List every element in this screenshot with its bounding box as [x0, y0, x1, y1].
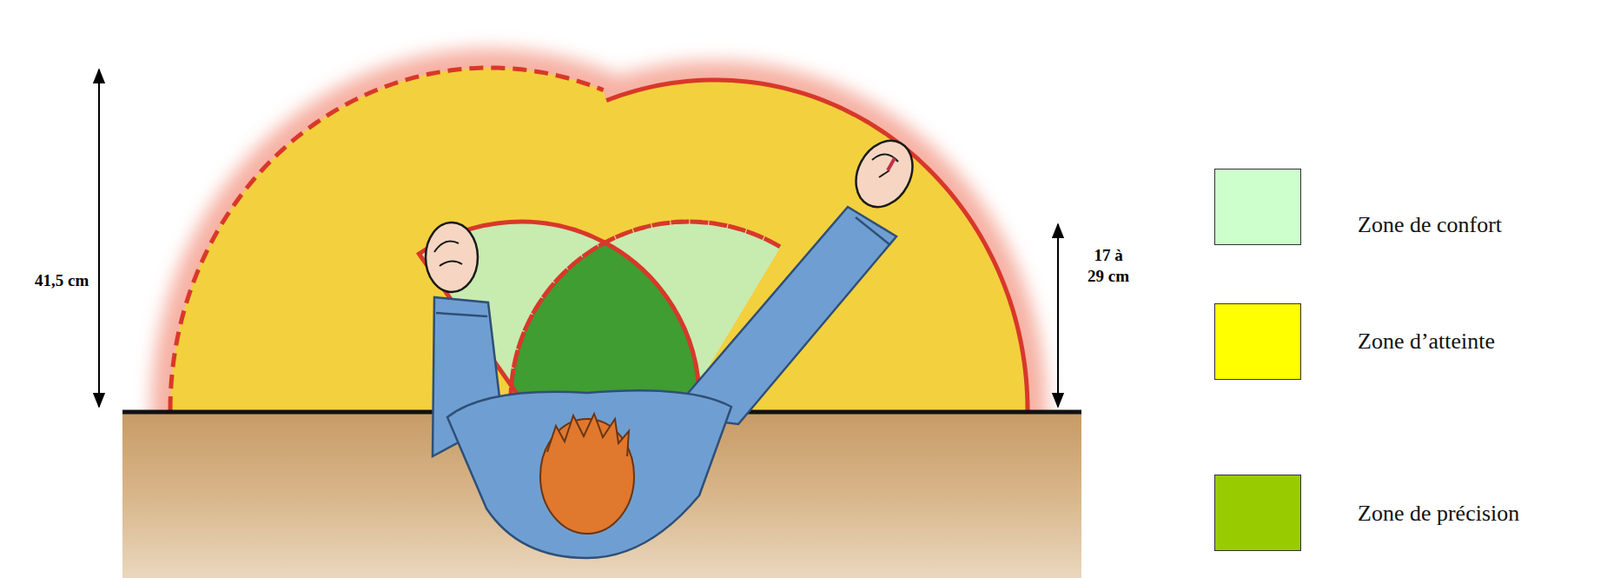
reach-zones	[170, 67, 1028, 410]
dimensions	[99, 69, 1058, 407]
zone-halo	[170, 67, 1028, 410]
legend-swatch	[1214, 303, 1302, 380]
torso	[447, 390, 732, 558]
left-fingers	[434, 241, 463, 266]
left-cuff	[436, 312, 488, 317]
right-fingers	[872, 153, 899, 178]
legend-label: Zone d’atteinte	[1357, 328, 1495, 355]
legend-label: Zone de confort	[1357, 211, 1502, 239]
dimension-label: 17 à 29 cm	[1084, 244, 1133, 287]
person	[425, 131, 924, 558]
right-fist	[845, 131, 925, 218]
right-cuff	[855, 217, 891, 245]
left-fist	[425, 222, 478, 292]
pen	[887, 158, 895, 171]
legend-swatch	[1214, 474, 1302, 551]
right-arm	[668, 206, 897, 424]
legend-swatch	[1214, 168, 1302, 245]
dimension-arrow	[98, 69, 100, 407]
hair	[547, 413, 629, 457]
dimension-arrow	[1057, 224, 1059, 407]
legend-label: Zone de précision	[1357, 500, 1520, 527]
dimension-label: 41,5 cm	[34, 270, 113, 291]
reach-zone	[170, 67, 1028, 410]
